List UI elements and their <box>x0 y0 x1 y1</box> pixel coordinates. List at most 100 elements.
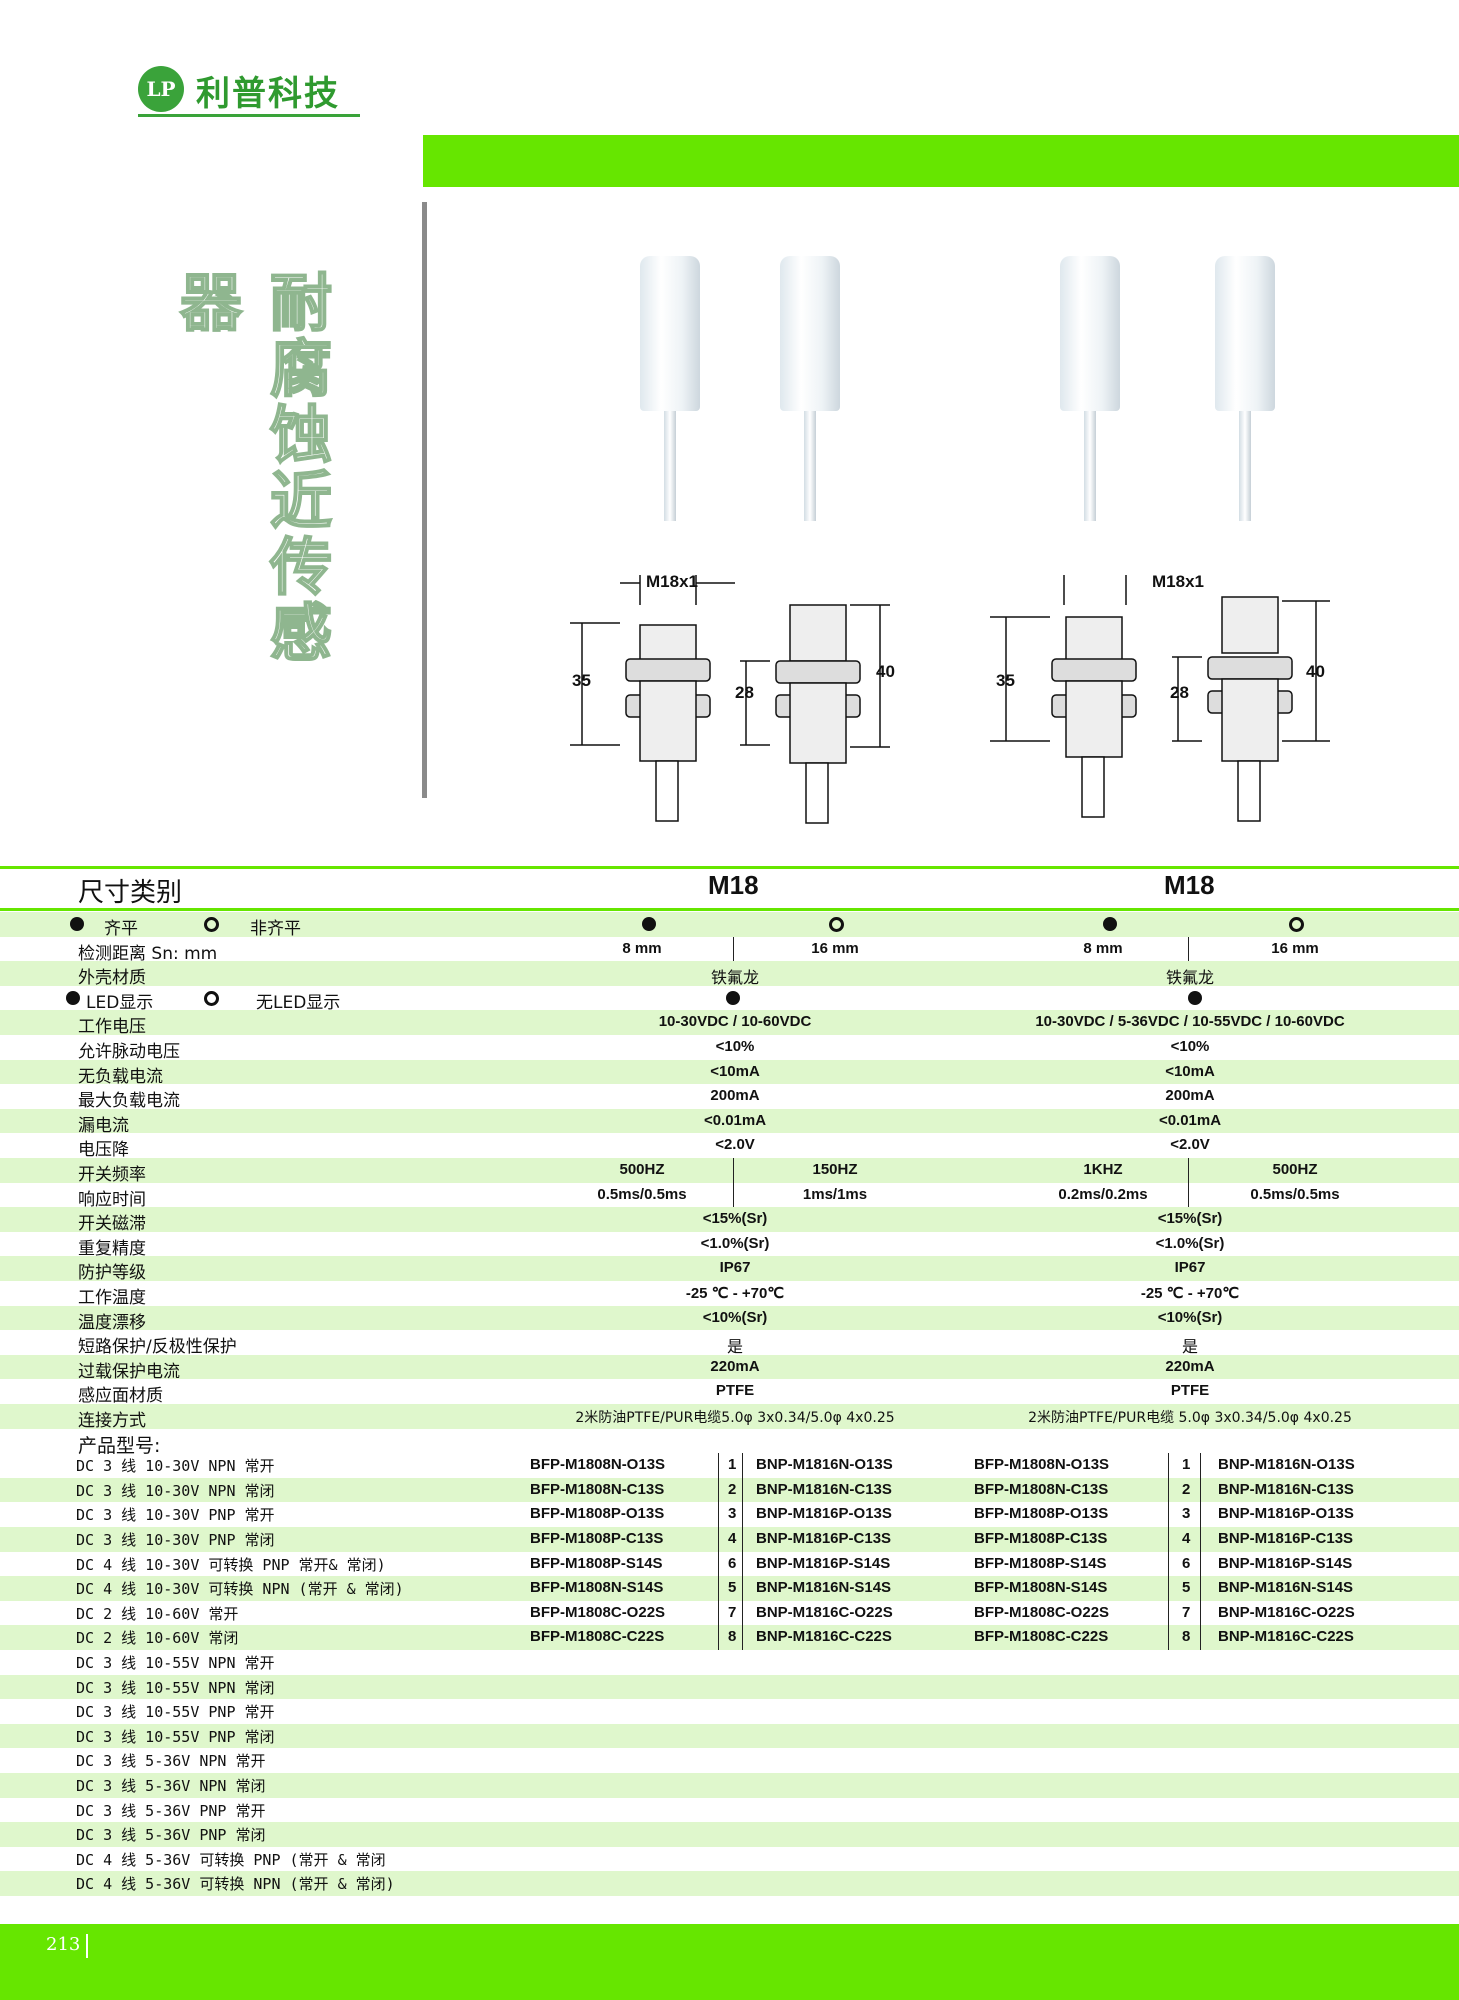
table-row: 无负载电流<10mA<10mA <box>0 1059 1459 1087</box>
model-number: BFP-M1808C-C22S <box>974 1628 1109 1646</box>
dim-40-left: 40 <box>876 662 895 681</box>
size-value-a: M18 <box>708 870 759 900</box>
spec-label: 最大负载电流 <box>78 1091 180 1112</box>
model-index: 4 <box>728 1530 737 1547</box>
spec-value: <10mA <box>710 1062 760 1080</box>
nonflush-label: 非齐平 <box>250 919 301 939</box>
spec-value: <0.01mA <box>1158 1111 1222 1129</box>
column-divider <box>733 1182 734 1208</box>
size-value-b: M18 <box>1164 870 1215 900</box>
spec-value: IP67 <box>1174 1259 1206 1277</box>
model-number: BFP-M1808N-O13S <box>530 1456 666 1474</box>
model-index: 2 <box>728 1480 737 1498</box>
table-row: DC 4 线 5-36V 可转换 PNP (常开 & 常闭 <box>0 1847 1459 1872</box>
column-divider <box>733 1158 734 1183</box>
spec-value: <15%(Sr) <box>1157 1210 1223 1228</box>
spec-value: 16 mm <box>811 939 859 957</box>
spec-value: <10%(Sr) <box>702 1308 768 1326</box>
spec-value: 0.5ms/0.5ms <box>597 1185 687 1203</box>
spec-value: 1ms/1ms <box>802 1185 868 1203</box>
model-description: DC 3 线 5-36V NPN 常开 <box>76 1752 266 1771</box>
model-number: BNP-M1816N-O13S <box>756 1456 893 1474</box>
spec-value: 200mA <box>1165 1087 1215 1105</box>
column-divider <box>1188 1158 1189 1183</box>
column-divider <box>1168 1625 1169 1651</box>
spec-value: 铁氟龙 <box>710 968 760 988</box>
model-index: 6 <box>1182 1554 1191 1572</box>
spec-label: 感应面材质 <box>78 1386 163 1407</box>
column-divider <box>1168 1477 1169 1503</box>
nonflush-dot-icon <box>1289 917 1304 932</box>
spec-label: 开关频率 <box>78 1165 146 1185</box>
spec-value: 是 <box>726 1337 744 1357</box>
dim-35-right: 35 <box>996 671 1015 690</box>
column-divider <box>718 1502 719 1528</box>
model-index: 3 <box>728 1505 737 1523</box>
model-number: BFP-M1808P-S14S <box>974 1554 1107 1572</box>
spec-label: 响应时间 <box>78 1189 146 1210</box>
model-index: 3 <box>1182 1505 1191 1523</box>
model-number: BNP-M1816C-C22S <box>756 1628 892 1646</box>
model-index: 8 <box>728 1628 737 1646</box>
model-number: BFP-M1808P-C13S <box>974 1530 1108 1547</box>
table-row: 漏电流<0.01mA<0.01mA <box>0 1108 1459 1136</box>
spec-value: 8 mm <box>1083 939 1123 957</box>
no-led-dot-icon <box>204 990 219 1006</box>
model-number: BNP-M1816C-O22S <box>756 1603 893 1621</box>
page-number-divider <box>86 1934 88 1958</box>
column-divider <box>1200 1600 1201 1626</box>
model-index: 7 <box>728 1603 737 1621</box>
column-divider <box>742 1551 743 1577</box>
spec-value: PTFE <box>1170 1382 1210 1400</box>
spec-value: <1.0%(Sr) <box>700 1234 770 1252</box>
model-description: DC 4 线 10-30V 可转换 PNP 常开& 常闭) <box>76 1555 386 1574</box>
table-row: DC 3 线 10-55V PNP 常闭 <box>0 1723 1459 1749</box>
spec-label: 防护等级 <box>78 1263 146 1284</box>
table-row: LED显示无LED显示 <box>0 986 1459 1013</box>
dim-thread-left: M18x1 <box>646 572 698 591</box>
model-number: BFP-M1808C-O22S <box>530 1603 666 1621</box>
column-divider <box>1168 1527 1169 1552</box>
nonflush-dot-icon <box>829 917 844 932</box>
model-number: BFP-M1808P-O13S <box>974 1505 1109 1523</box>
spec-value: 2米防油PTFE/PUR电缆 5.0φ 3x0.34/5.0φ 4x0.25 <box>1028 1410 1352 1426</box>
model-number: BFP-M1808N-S14S <box>974 1579 1108 1597</box>
model-number: BNP-M1816P-S14S <box>756 1554 891 1572</box>
column-divider <box>733 936 734 962</box>
model-index: 6 <box>728 1554 737 1572</box>
spec-value: 220mA <box>710 1357 760 1375</box>
table-row: 产品型号: <box>0 1429 1459 1457</box>
model-number: BNP-M1816P-O13S <box>756 1505 892 1523</box>
column-divider <box>718 1527 719 1552</box>
table-row: 允许脉动电压<10%<10% <box>0 1035 1459 1062</box>
model-index: 5 <box>728 1579 737 1597</box>
table-row: DC 3 线 5-36V NPN 常开 <box>0 1748 1459 1773</box>
column-divider <box>1200 1625 1201 1651</box>
table-row: DC 3 线 10-55V PNP 常开 <box>0 1699 1459 1724</box>
table-row: DC 4 线 10-30V 可转换 NPN (常开 & 常闭)BFP-M1808… <box>0 1576 1459 1602</box>
model-number: BNP-M1816C-C22S <box>1218 1628 1354 1646</box>
spec-value: 220mA <box>1165 1357 1215 1375</box>
led-dot-icon <box>726 990 740 1005</box>
led-label: LED显示 <box>86 992 154 1013</box>
column-divider <box>742 1625 743 1651</box>
model-number: BNP-M1816P-C13S <box>756 1530 892 1547</box>
model-number: BNP-M1816P-C13S <box>1218 1530 1354 1547</box>
header-green-bar <box>423 135 1459 187</box>
model-description: DC 3 线 5-36V NPN 常闭 <box>76 1777 266 1795</box>
spec-label: 工作电压 <box>78 1017 146 1038</box>
spec-label: 连接方式 <box>78 1411 146 1431</box>
dimension-drawing-left <box>570 575 890 824</box>
model-number: BFP-M1808N-S14S <box>530 1579 664 1597</box>
model-description: DC 4 线 5-36V 可转换 NPN (常开 & 常闭) <box>76 1875 395 1894</box>
footer-green-bar <box>0 1924 1459 2000</box>
column-divider <box>1168 1600 1169 1626</box>
column-divider <box>718 1453 719 1479</box>
model-number: BNP-M1816N-C13S <box>756 1480 892 1498</box>
